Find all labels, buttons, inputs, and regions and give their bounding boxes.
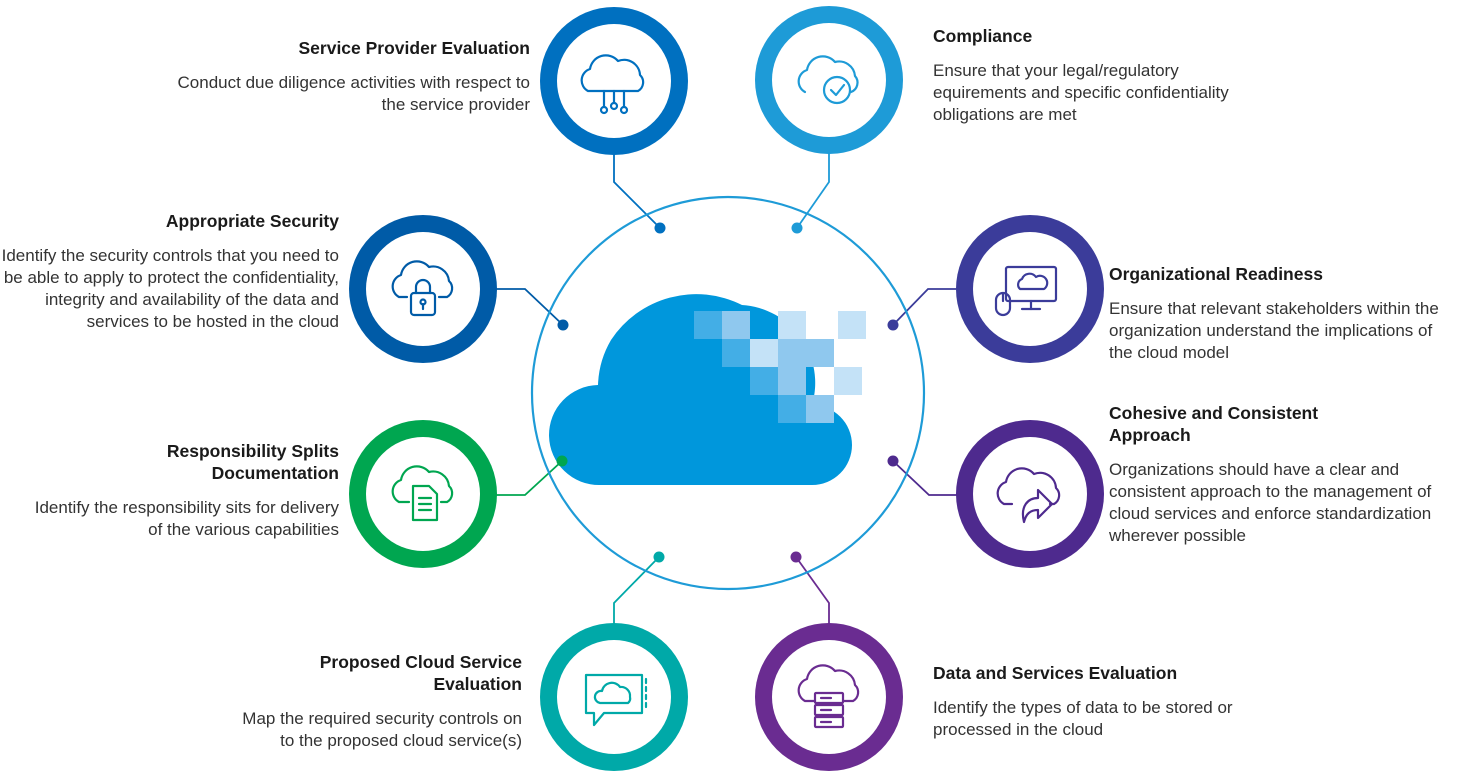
item-title: Cohesive and Consistent Approach xyxy=(1109,403,1319,445)
item-description: Conduct due diligence activities with re… xyxy=(177,72,530,114)
item-description: Ensure that relevant stakeholders within… xyxy=(1109,298,1439,363)
connector-data-services xyxy=(795,556,830,633)
label-appropriate-security: Appropriate Security Identify the securi… xyxy=(0,211,339,333)
label-service-provider-evaluation: Service Provider Evaluation Conduct due … xyxy=(140,38,530,116)
item-description: Map the required security controls on to… xyxy=(242,708,522,750)
cloud-padlock-icon xyxy=(391,260,454,317)
badge-data-services xyxy=(755,623,903,771)
connector-compliance xyxy=(796,152,830,229)
ring-connection-dots xyxy=(556,222,899,563)
connector-cohesive xyxy=(892,460,957,496)
badge-cohesive xyxy=(956,420,1104,568)
badge-proposed xyxy=(540,623,688,771)
cloud-chat-bubble-icon xyxy=(584,673,648,727)
connector-lines xyxy=(495,152,957,633)
item-title: Appropriate Security xyxy=(165,211,339,231)
cloud-forward-arrow-icon xyxy=(996,467,1061,524)
label-compliance: Compliance Ensure that your legal/regula… xyxy=(933,26,1273,126)
connector-organizational-readiness xyxy=(892,288,956,326)
item-description: Organizations should have a clear and co… xyxy=(1109,459,1432,546)
label-data-and-services-evaluation: Data and Services Evaluation Identify th… xyxy=(933,663,1253,741)
dot-service-provider xyxy=(654,222,666,234)
badge-responsibility xyxy=(349,420,497,568)
label-proposed-cloud-service-evaluation: Proposed Cloud Service Evaluation Map th… xyxy=(240,652,522,752)
badge-compliance xyxy=(755,6,903,154)
item-title: Compliance xyxy=(933,26,1033,46)
item-title: Organizational Readiness xyxy=(1109,264,1323,284)
dot-data-services xyxy=(790,551,802,563)
dot-compliance xyxy=(791,222,803,234)
cloud-server-icon xyxy=(797,664,860,729)
dot-appropriate-security xyxy=(557,319,569,331)
center-ring xyxy=(530,195,926,591)
item-description: Identify the types of data to be stored … xyxy=(933,697,1233,739)
dot-proposed xyxy=(653,551,665,563)
dot-cohesive xyxy=(887,455,899,467)
cloud-network-icon xyxy=(580,54,645,115)
center-cloud-icon xyxy=(549,294,866,486)
label-responsibility-splits-documentation: Responsibility Splits Documentation Iden… xyxy=(10,441,339,541)
badge-appropriate-security xyxy=(349,215,497,363)
item-title: Proposed Cloud Service Evaluation xyxy=(319,652,522,694)
icon-badges xyxy=(349,6,1104,771)
item-description: Ensure that your legal/regulatory equire… xyxy=(933,60,1229,125)
cloud-monitor-icon xyxy=(994,265,1058,317)
item-title: Responsibility Splits Documentation xyxy=(166,441,339,483)
label-organizational-readiness: Organizational Readiness Ensure that rel… xyxy=(1109,264,1454,364)
label-cohesive-and-consistent-approach: Cohesive and Consistent Approach Organiz… xyxy=(1109,403,1439,547)
item-description: Identify the security controls that you … xyxy=(1,245,339,332)
dot-organizational-readiness xyxy=(887,319,899,331)
item-description: Identify the responsibility sits for del… xyxy=(34,497,339,539)
connector-service-provider xyxy=(613,154,661,229)
badge-organizational-readiness xyxy=(956,215,1104,363)
dot-responsibility xyxy=(556,455,568,467)
item-title: Data and Services Evaluation xyxy=(933,663,1178,683)
connector-appropriate-security xyxy=(495,288,564,326)
cloud-document-icon xyxy=(391,465,454,522)
item-title: Service Provider Evaluation xyxy=(298,38,531,58)
connector-proposed xyxy=(613,556,660,633)
cloud-checkmark-icon xyxy=(797,55,859,105)
badge-service-provider xyxy=(540,7,688,155)
